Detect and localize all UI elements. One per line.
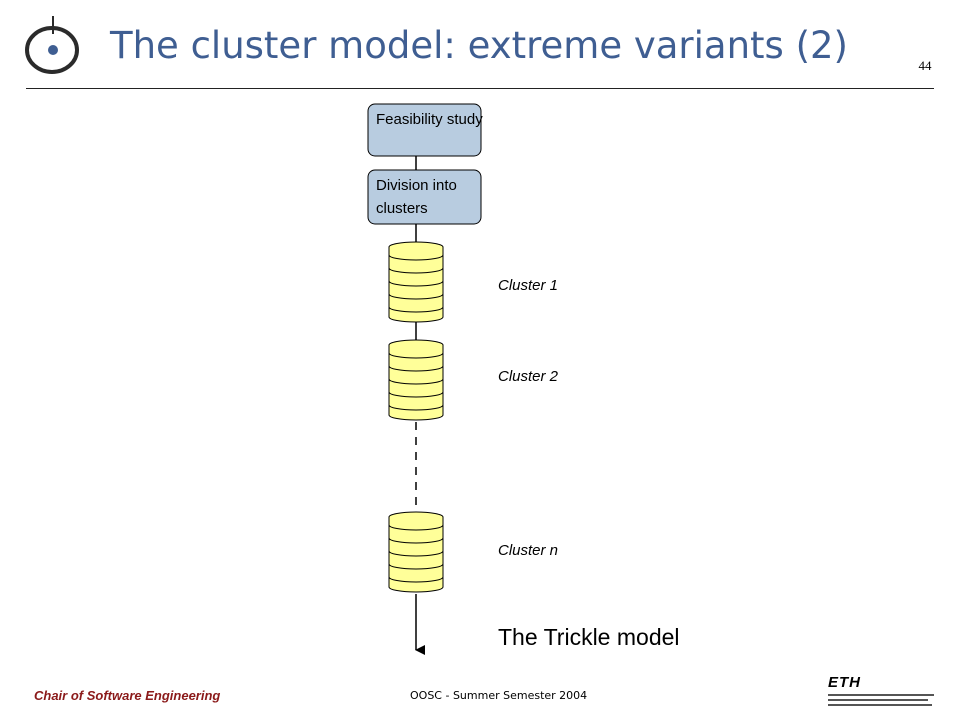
division-into-clusters-box <box>367 169 482 225</box>
slide-number: 44 <box>918 58 932 73</box>
cluster-2-label: Cluster 2 <box>498 368 559 385</box>
cluster-n-label: Cluster n <box>498 542 559 559</box>
footer-course: OOSC - Summer Semester 2004 <box>410 689 588 702</box>
cluster-n-stack-icon <box>388 511 444 593</box>
header-divider <box>26 88 934 89</box>
eth-logo-icon: ETH <box>828 674 940 712</box>
division-into-clusters-label: Division into clusters <box>376 177 457 217</box>
cluster-1-stack-icon <box>388 241 444 323</box>
feasibility-study-label: Feasibility study <box>376 111 483 128</box>
model-caption: The Trickle model <box>498 624 680 650</box>
feasibility-study-box <box>367 103 482 157</box>
footer-chair: Chair of Software Engineering <box>34 688 221 703</box>
slide-title: The cluster model: extreme variants (2) <box>110 24 848 67</box>
cluster-1-label: Cluster 1 <box>498 277 559 294</box>
cluster-2-stack-icon <box>388 339 444 421</box>
circle-dot-logo-icon <box>25 16 79 74</box>
